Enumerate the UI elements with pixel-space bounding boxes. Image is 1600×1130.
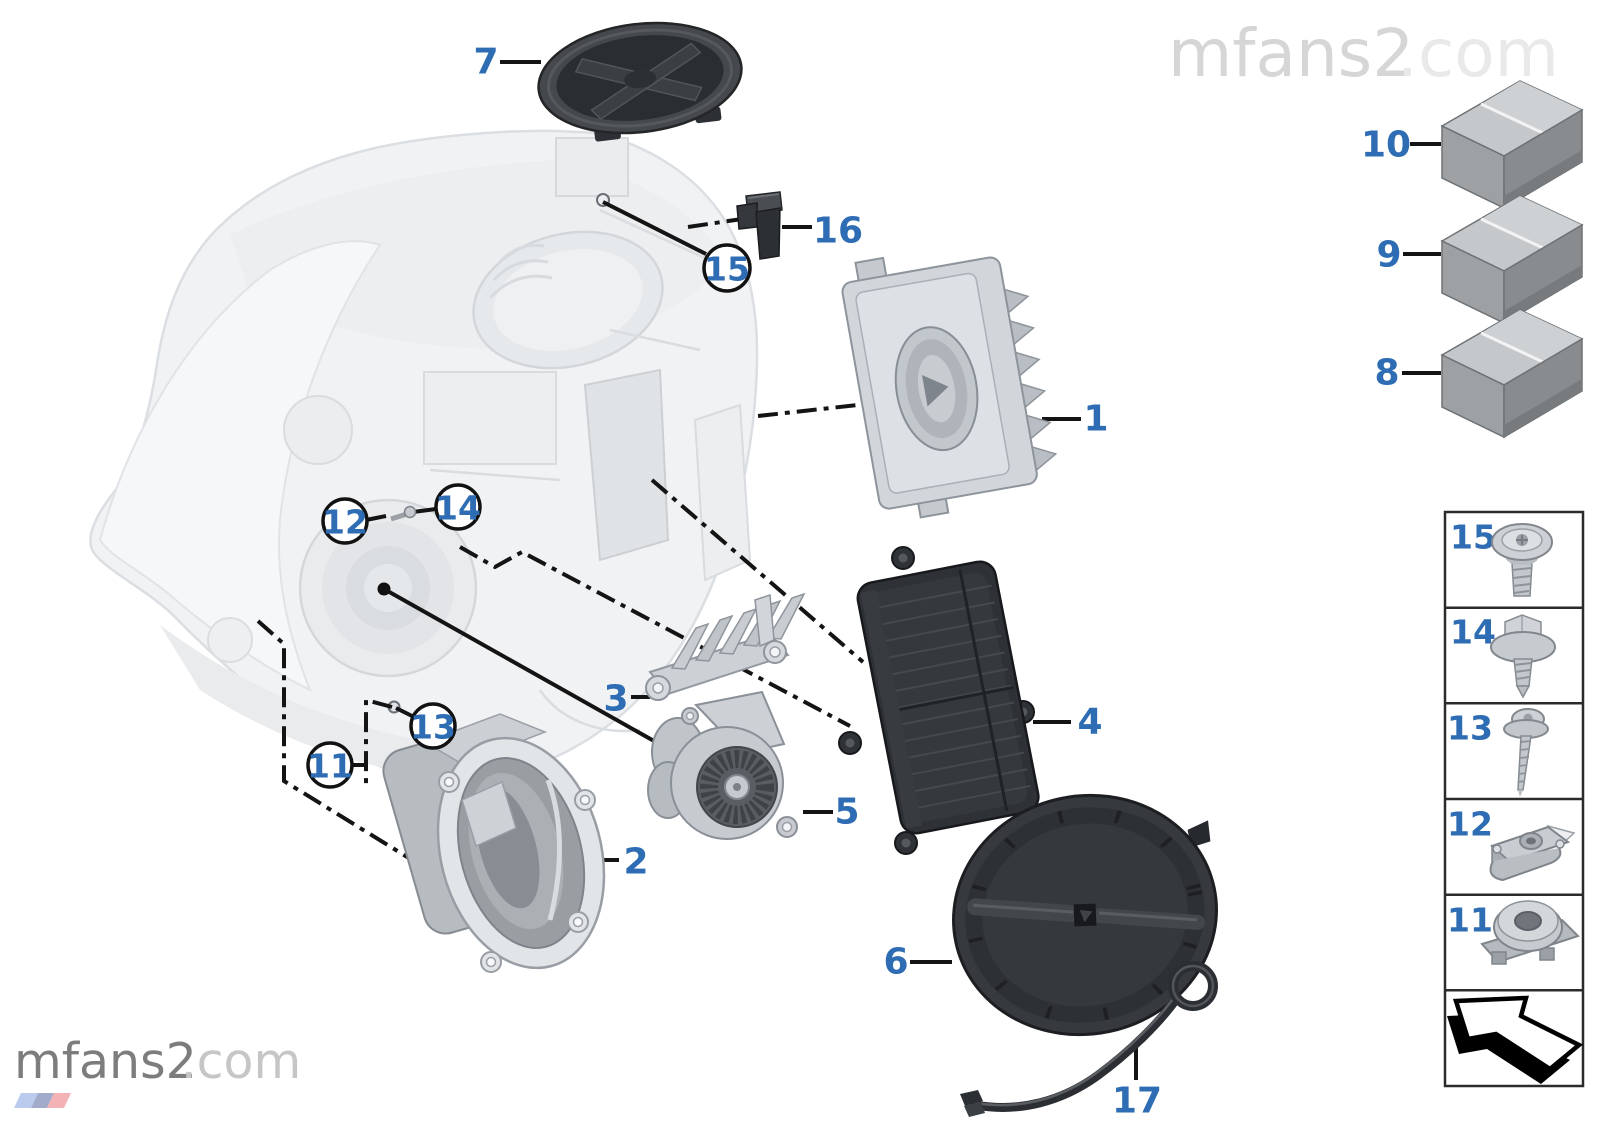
watermark-bottom-left: mfans2 .com	[14, 1033, 301, 1108]
circled-callouts: 15 12 14 13 11	[306, 243, 752, 789]
callout-5[interactable]: 5	[834, 792, 859, 833]
watermark-top-right: mfans2 .com	[1168, 15, 1559, 92]
callout-8[interactable]: 8	[1374, 353, 1399, 394]
callout-6[interactable]: 6	[883, 942, 908, 983]
legend-item-13[interactable]: 13	[1447, 708, 1549, 798]
legend-label-14[interactable]: 14	[1450, 613, 1496, 652]
adjust-screw-small	[390, 505, 417, 522]
legend-label-13[interactable]: 13	[1447, 709, 1493, 748]
circled-callout-12[interactable]: 12	[321, 497, 369, 545]
callout-3[interactable]: 3	[603, 679, 628, 720]
leader-dash-4b	[459, 545, 851, 728]
circled-label-13[interactable]: 13	[410, 708, 456, 747]
callout-1[interactable]: 1	[1083, 399, 1108, 440]
part-7-vent-cap	[537, 21, 743, 142]
m-stripes-logo-icon	[14, 1093, 71, 1108]
leader-dash-4a	[650, 478, 865, 664]
part-4-led-module-dark	[838, 546, 1040, 855]
clip-nut-icon	[1489, 824, 1576, 882]
circled-callout-14[interactable]: 14	[434, 483, 482, 531]
legend-item-15[interactable]: 15	[1450, 518, 1553, 597]
watermark-tld: .com	[181, 1033, 301, 1090]
leader-dash-13	[364, 697, 393, 790]
part-5-fan	[647, 690, 798, 840]
screw-torx-icon	[1491, 523, 1553, 597]
circled-callout-15[interactable]: 15	[702, 243, 752, 293]
part-10-box	[1440, 80, 1584, 210]
part-1-led-module	[841, 256, 1058, 519]
continuation-arrow-icon	[1447, 995, 1584, 1084]
part-17-retaining-cord	[960, 961, 1218, 1117]
legend-label-15[interactable]: 15	[1450, 518, 1496, 557]
leader-line-14	[412, 507, 437, 514]
callout-labels: 7 16 1 3 5 4 2 6 17 10 9 8	[473, 42, 1411, 1122]
screw-hex-washer-icon	[1490, 614, 1556, 699]
leader-line-5-long	[383, 587, 671, 752]
part-8-box	[1440, 309, 1584, 439]
part-9-box	[1440, 195, 1584, 325]
headlamp-housing-faded	[89, 129, 759, 781]
callout-16[interactable]: 16	[813, 211, 863, 252]
leader-line-13	[395, 706, 415, 719]
circled-label-15[interactable]: 15	[704, 250, 750, 289]
round-nut-icon	[1480, 900, 1580, 965]
part-16-clip	[736, 191, 783, 260]
legend-item-11[interactable]: 11	[1447, 900, 1580, 965]
leader-dash-11	[256, 619, 414, 862]
callout-7[interactable]: 7	[473, 42, 498, 83]
circled-label-11[interactable]: 11	[307, 747, 353, 786]
circled-label-14[interactable]: 14	[435, 489, 481, 528]
callout-2[interactable]: 2	[623, 842, 648, 883]
leader-line-15	[602, 200, 707, 256]
legend-label-12[interactable]: 12	[1447, 805, 1493, 844]
screw-long-icon	[1503, 708, 1549, 797]
part-6-round-cover	[952, 793, 1218, 1037]
part-2-module-housing	[382, 713, 606, 973]
legend-label-11[interactable]: 11	[1447, 901, 1493, 940]
circled-label-12[interactable]: 12	[322, 503, 368, 542]
leader-line-12	[365, 514, 387, 522]
callout-10[interactable]: 10	[1361, 125, 1411, 166]
watermark-text: mfans2	[14, 1033, 197, 1090]
part-boxes	[1440, 80, 1584, 439]
flange-holes	[438, 771, 596, 973]
legend-item-12[interactable]: 12	[1447, 805, 1576, 882]
circled-callout-13[interactable]: 13	[409, 702, 457, 750]
watermark-text: mfans2	[1168, 15, 1414, 92]
legend-sidebar: 15 14 13	[1443, 510, 1585, 1088]
callout-9[interactable]: 9	[1376, 235, 1401, 276]
callout-4[interactable]: 4	[1077, 702, 1102, 743]
watermark-tld: .com	[1397, 15, 1559, 92]
part-3-heat-sink	[645, 592, 806, 701]
leader-dash-16	[687, 217, 743, 229]
callout-17[interactable]: 17	[1112, 1081, 1162, 1122]
circled-callout-11[interactable]: 11	[306, 741, 354, 789]
legend-item-14[interactable]: 14	[1450, 613, 1556, 699]
